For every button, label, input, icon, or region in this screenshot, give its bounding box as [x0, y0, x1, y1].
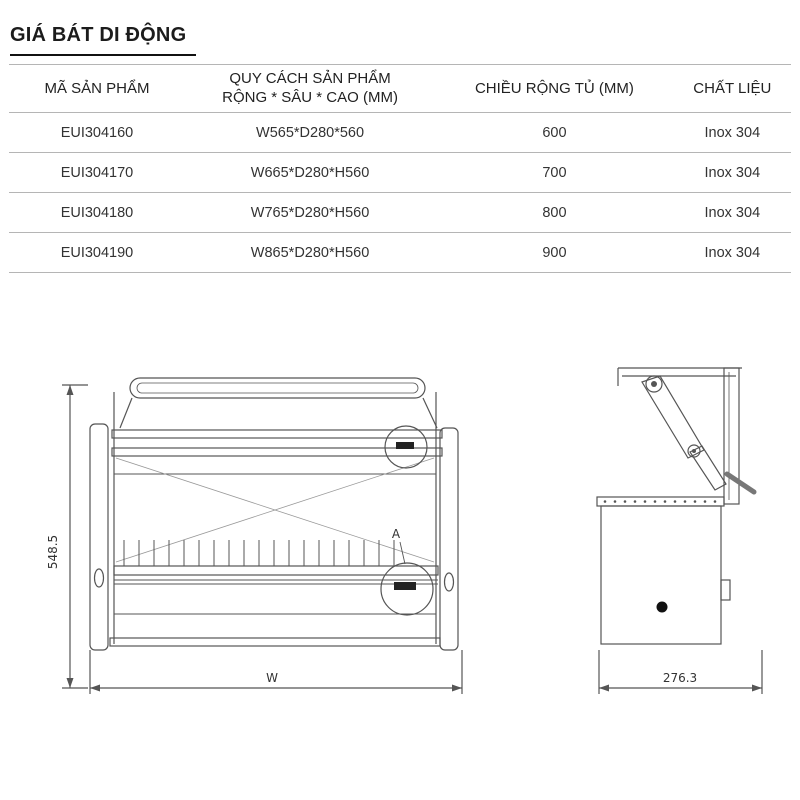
table-row: EUI304170 W665*D280*H560 700 Inox 304 — [9, 153, 791, 193]
front-view-drawing: 548.5 — [46, 377, 463, 694]
rack-frame — [113, 392, 437, 644]
cell-dimensions: W865*D280*H560 — [250, 244, 370, 261]
cell-dimensions: W565*D280*560 — [256, 124, 365, 141]
column-header-dimensions-line2: RỘNG * SÂU * CAO (MM) — [222, 88, 398, 106]
table-row: EUI304190 W865*D280*H560 900 Inox 304 — [9, 233, 791, 273]
page-title: GIÁ BÁT DI ĐỘNG — [10, 24, 197, 56]
table-row: EUI304180 W765*D280*H560 800 Inox 304 — [9, 193, 791, 233]
cell-dimensions: W765*D280*H560 — [250, 204, 370, 221]
bottom-frame — [109, 613, 441, 647]
cell-cabinet-width: 600 — [542, 124, 567, 141]
detail-circle-top — [384, 425, 428, 469]
table-row: EUI304160 W565*D280*560 600 Inox 304 — [9, 113, 791, 153]
detail-circle-bottom — [380, 562, 434, 616]
cell-material: Inox 304 — [704, 244, 761, 261]
left-mounting-bracket — [89, 423, 109, 651]
dish-prongs — [123, 540, 395, 566]
technical-drawings: 548.5 — [46, 367, 763, 694]
column-header-dimensions: QUY CÁCH SẢN PHẨM RỘNG * SÂU * CAO (MM) — [185, 70, 435, 108]
cell-material: Inox 304 — [704, 204, 761, 221]
height-dimension: 548.5 — [46, 384, 88, 689]
side-view-drawing: 276.3 — [596, 367, 763, 694]
cell-product-code: EUI304160 — [60, 124, 134, 141]
product-spec-table: MÃ SẢN PHẨM QUY CÁCH SẢN PHẨM RỘNG * SÂU… — [9, 64, 791, 273]
depth-dimension: 276.3 — [598, 650, 763, 694]
side-panel-box — [596, 496, 731, 645]
cell-cabinet-width: 900 — [542, 244, 567, 261]
cell-product-code: EUI304190 — [60, 244, 134, 261]
cell-material: Inox 304 — [704, 164, 761, 181]
cell-product-code: EUI304180 — [60, 204, 134, 221]
upper-rails — [111, 429, 443, 475]
column-header-material: CHẤT LIỆU — [693, 80, 772, 97]
column-header-dimensions-line1: QUY CÁCH SẢN PHẨM — [229, 69, 391, 87]
right-mounting-bracket — [439, 427, 459, 651]
top-basket — [119, 377, 438, 429]
cell-product-code: EUI304170 — [60, 164, 134, 181]
cell-cabinet-width: 700 — [542, 164, 567, 181]
width-dim-label: W — [266, 671, 278, 685]
cell-cabinet-width: 800 — [542, 204, 567, 221]
height-dim-label: 548.5 — [46, 535, 60, 569]
width-dimension: W — [89, 650, 463, 694]
svg-text:A: A — [392, 527, 401, 541]
side-top-bracket — [617, 367, 757, 505]
prong-rail — [113, 565, 439, 585]
column-header-cabinet-width: CHIỀU RỘNG TỦ (MM) — [474, 80, 634, 97]
depth-dim-label: 276.3 — [663, 671, 697, 685]
side-tab — [720, 579, 731, 601]
column-header-product-code: MÃ SẢN PHẨM — [44, 80, 150, 97]
detail-label-A: A — [392, 527, 406, 565]
cell-material: Inox 304 — [704, 124, 761, 141]
knob-dot — [656, 601, 668, 613]
cell-dimensions: W665*D280*H560 — [250, 164, 370, 181]
table-header-row: MÃ SẢN PHẨM QUY CÁCH SẢN PHẨM RỘNG * SÂU… — [9, 64, 791, 113]
